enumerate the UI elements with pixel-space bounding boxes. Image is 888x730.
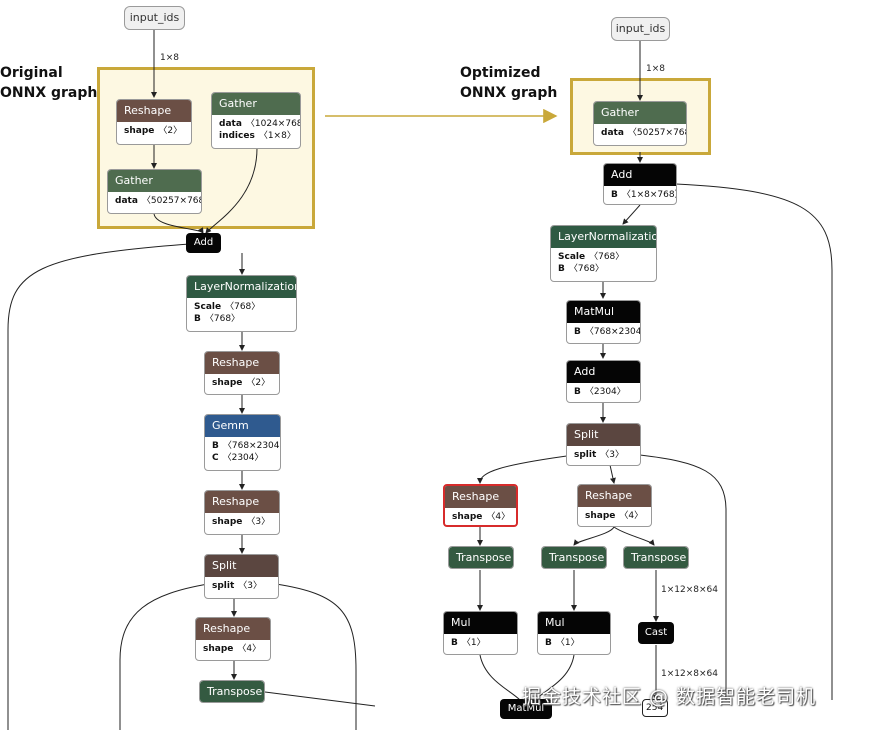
left-layernorm-node[interactable]: LayerNormalization Scale〈768〉 B〈768〉: [186, 275, 297, 332]
right-add-node-1[interactable]: Add B〈1×8×768〉: [603, 163, 677, 205]
right-matmul-node-1-attr: B〈768×2304〉: [574, 327, 641, 337]
right-gather-node-title: Gather: [594, 102, 686, 124]
right-mul-node-b-title: Mul: [538, 612, 610, 634]
right-transpose-node-a[interactable]: Transpose: [448, 546, 514, 569]
original-caption-line2: ONNX graph: [0, 85, 98, 101]
left-transpose-node[interactable]: Transpose: [199, 680, 265, 703]
left-gemm-attr-b: B〈768×2304〉: [212, 441, 280, 451]
original-caption: Original ONNX graph: [0, 63, 97, 103]
left-split-node-attr: split〈3〉: [212, 581, 263, 591]
left-gather-embedding-node[interactable]: Gather data〈50257×768〉: [107, 169, 202, 214]
right-matmul-node-1[interactable]: MatMul B〈768×2304〉: [566, 300, 641, 344]
right-mul-node-a-title: Mul: [444, 612, 517, 634]
optimized-caption: Optimized ONNX graph: [460, 63, 557, 103]
right-split-node-title: Split: [567, 424, 640, 446]
left-reshape-node-1-title: Reshape: [117, 100, 191, 122]
left-reshape-node-2[interactable]: Reshape shape〈2〉: [204, 351, 280, 395]
right-mul-node-a[interactable]: Mul B〈1〉: [443, 611, 518, 655]
left-input-ids-label: input_ids: [129, 11, 180, 24]
right-transpose-node-b-title: Transpose: [542, 547, 606, 568]
right-add-node-2[interactable]: Add B〈2304〉: [566, 360, 641, 403]
left-reshape-node-2-title: Reshape: [205, 352, 279, 374]
right-layernorm-attr-scale: Scale〈768〉: [558, 252, 625, 262]
left-gemm-node-title: Gemm: [205, 415, 280, 437]
left-reshape-node-4[interactable]: Reshape shape〈4〉: [195, 617, 271, 661]
left-gather-embedding-attr: data〈50257×768〉: [115, 196, 201, 206]
right-input-ids-node[interactable]: input_ids: [611, 17, 670, 41]
right-add-node-1-title: Add: [604, 164, 676, 186]
left-input-ids-node[interactable]: input_ids: [124, 6, 185, 30]
left-split-node[interactable]: Split split〈3〉: [204, 554, 279, 599]
left-layernorm-attr-scale: Scale〈768〉: [194, 302, 261, 312]
left-gather-indices-node[interactable]: Gather data〈1024×768〉 indices〈1×8〉: [211, 92, 301, 149]
right-partial-node-label: 254: [646, 703, 664, 713]
left-gather-indices-node-title: Gather: [212, 93, 300, 115]
left-gemm-node[interactable]: Gemm B〈768×2304〉 C〈2304〉: [204, 414, 281, 471]
right-layernorm-node[interactable]: LayerNormalization Scale〈768〉 B〈768〉: [550, 225, 657, 282]
right-edge-label-1x12x8x64-a: 1×12×8×64: [661, 585, 718, 595]
optimized-caption-line1: Optimized: [460, 65, 541, 81]
right-layernorm-attr-b: B〈768〉: [558, 264, 605, 274]
right-reshape-node-changed[interactable]: Reshape shape〈4〉: [443, 484, 518, 527]
right-add-node-2-title: Add: [567, 361, 640, 383]
right-cast-node[interactable]: Cast: [638, 622, 674, 644]
right-edge-label-1x8: 1×8: [646, 64, 665, 74]
optimized-caption-line2: ONNX graph: [460, 85, 558, 101]
left-layernorm-attr-b: B〈768〉: [194, 314, 241, 324]
left-reshape-node-1-attr: shape〈2〉: [124, 126, 183, 136]
original-caption-line1: Original: [0, 65, 63, 81]
left-reshape-node-1[interactable]: Reshape shape〈2〉: [116, 99, 192, 145]
right-layernorm-node-title: LayerNormalization: [551, 226, 656, 248]
right-partial-node[interactable]: 254: [642, 699, 668, 717]
right-input-ids-label: input_ids: [615, 22, 666, 35]
left-transpose-node-title: Transpose: [200, 681, 264, 702]
right-mul-node-b-attr: B〈1〉: [545, 638, 580, 648]
left-layernorm-node-title: LayerNormalization: [187, 276, 296, 298]
right-mul-node-b[interactable]: Mul B〈1〉: [537, 611, 611, 655]
right-transpose-node-c-title: Transpose: [624, 547, 688, 568]
left-edge-label-1x8: 1×8: [160, 53, 179, 63]
right-mul-node-a-attr: B〈1〉: [451, 638, 486, 648]
left-gemm-attr-c: C〈2304〉: [212, 453, 264, 463]
left-reshape-node-3-attr: shape〈3〉: [212, 517, 271, 527]
right-reshape-node-changed-attr: shape〈4〉: [452, 512, 511, 522]
right-reshape-node-b[interactable]: Reshape shape〈4〉: [577, 484, 652, 527]
right-gather-node[interactable]: Gather data〈50257×768〉: [593, 101, 687, 146]
right-matmul-node-2[interactable]: MatMul: [500, 699, 552, 719]
left-gather-indices-attr-data: data〈1024×768〉: [219, 119, 300, 129]
left-reshape-node-4-title: Reshape: [196, 618, 270, 640]
right-transpose-node-c[interactable]: Transpose: [623, 546, 689, 569]
right-transpose-node-a-title: Transpose: [449, 547, 513, 568]
right-gather-node-attr: data〈50257×768〉: [601, 128, 686, 138]
left-reshape-node-4-attr: shape〈4〉: [203, 644, 262, 654]
left-reshape-node-2-attr: shape〈2〉: [212, 378, 271, 388]
left-split-node-title: Split: [205, 555, 278, 577]
right-reshape-node-b-attr: shape〈4〉: [585, 511, 644, 521]
right-split-node[interactable]: Split split〈3〉: [566, 423, 641, 466]
left-reshape-node-3-title: Reshape: [205, 491, 279, 513]
right-split-node-attr: split〈3〉: [574, 450, 625, 460]
right-edge-label-1x12x8x64-b: 1×12×8×64: [661, 669, 718, 679]
right-add-node-1-attr: B〈1×8×768〉: [611, 190, 676, 200]
left-reshape-node-3[interactable]: Reshape shape〈3〉: [204, 490, 280, 535]
left-add-node[interactable]: Add: [186, 233, 221, 253]
right-transpose-node-b[interactable]: Transpose: [541, 546, 607, 569]
watermark-text: 掘金技术社区 @ 数据智能老司机: [522, 686, 817, 708]
left-gather-indices-attr-indices: indices〈1×8〉: [219, 131, 296, 141]
right-matmul-node-1-title: MatMul: [567, 301, 640, 323]
right-reshape-node-b-title: Reshape: [578, 485, 651, 507]
left-gather-embedding-node-title: Gather: [108, 170, 201, 192]
right-add-node-2-attr: B〈2304〉: [574, 387, 626, 397]
right-reshape-node-changed-title: Reshape: [445, 486, 516, 508]
